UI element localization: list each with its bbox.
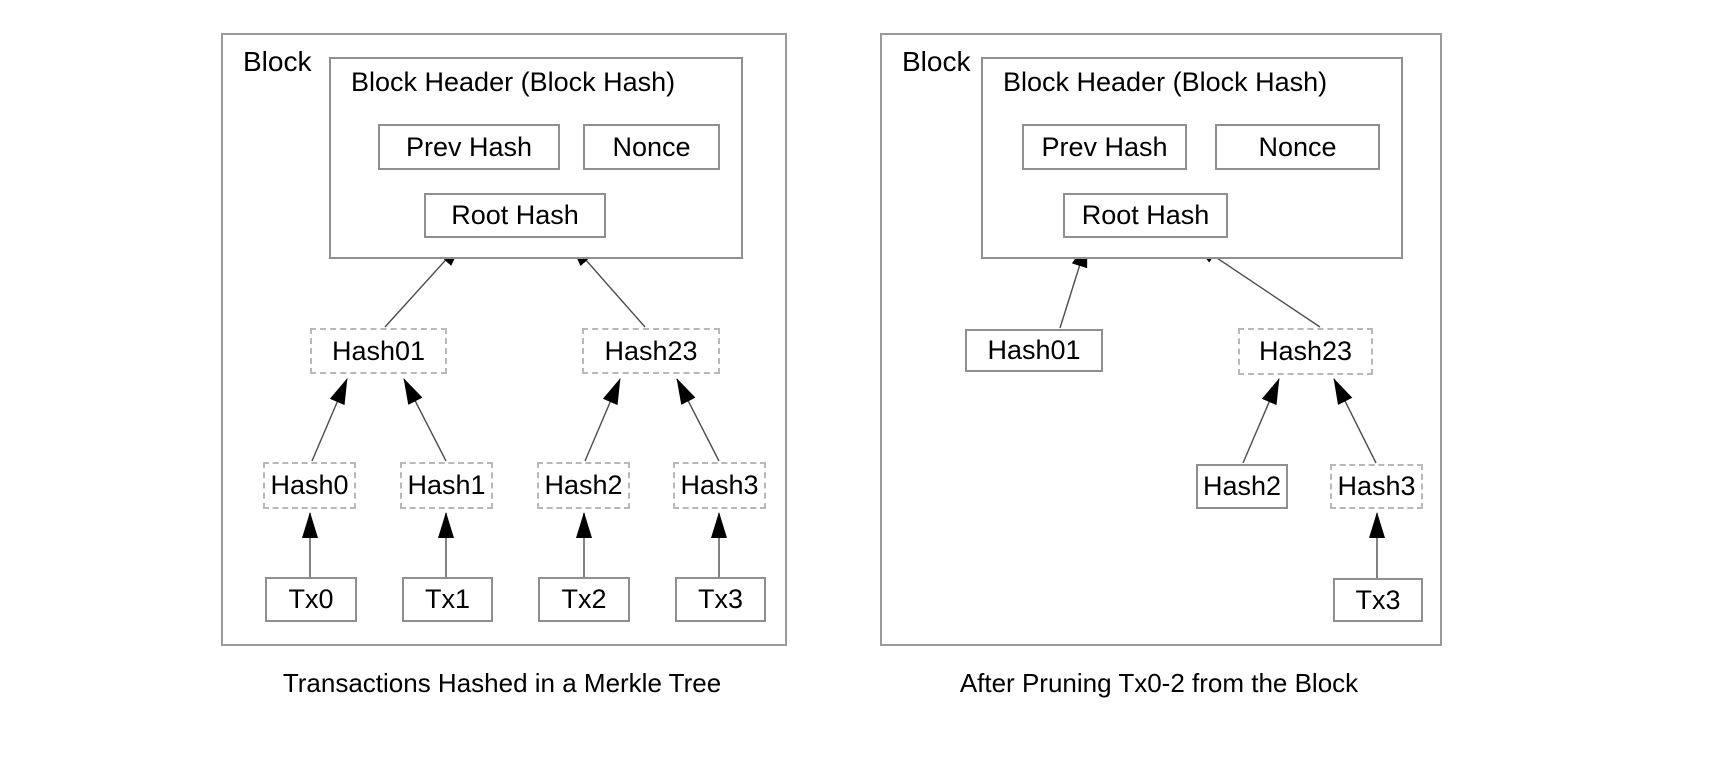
edge-left-hash1-hash01: [403, 378, 447, 462]
edge-left-hash3-hash23: [676, 378, 720, 462]
left-hash3-box: Hash3: [673, 462, 766, 509]
right-hash23-box: Hash23: [1238, 328, 1373, 375]
right-hash2-box: Hash2: [1196, 464, 1288, 509]
right-root-hash-box: Root Hash: [1063, 193, 1228, 238]
right-hash01-box: Hash01: [965, 329, 1103, 372]
left-root-hash-box: Root Hash: [424, 193, 606, 238]
left-nonce-box: Nonce: [583, 124, 720, 170]
left-tx0-box: Tx0: [265, 577, 357, 622]
edge-right-hash2-hash23: [1242, 378, 1280, 464]
left-block-label: Block: [243, 46, 312, 77]
left-hash23-box: Hash23: [582, 328, 720, 374]
edge-left-hash2-hash23: [584, 378, 621, 462]
right-hash3-box: Hash3: [1330, 464, 1423, 509]
left-hash01-box: Hash01: [310, 328, 447, 374]
left-prev-hash-box: Prev Hash: [378, 124, 560, 170]
left-tx3-box: Tx3: [675, 577, 766, 622]
right-block-panel: [880, 33, 1442, 646]
edge-left-hash0-hash01: [311, 378, 348, 462]
left-tx2-box: Tx2: [538, 577, 630, 622]
right-caption: After Pruning Tx0-2 from the Block: [959, 668, 1359, 698]
edge-right-hash3-hash23: [1333, 378, 1377, 464]
left-hash0-box: Hash0: [263, 462, 356, 509]
left-block-header-title: Block Header (Block Hash): [351, 67, 676, 97]
left-caption: Transactions Hashed in a Merkle Tree: [282, 668, 722, 698]
left-tx1-box: Tx1: [402, 577, 493, 622]
left-hash2-box: Hash2: [537, 462, 630, 509]
right-block-header-title: Block Header (Block Hash): [1003, 67, 1328, 97]
left-block-panel: [221, 33, 787, 646]
left-hash1-box: Hash1: [400, 462, 493, 509]
right-prev-hash-box: Prev Hash: [1022, 124, 1187, 170]
right-nonce-box: Nonce: [1215, 124, 1380, 170]
right-tx3-box: Tx3: [1333, 578, 1423, 622]
right-block-label: Block: [902, 46, 971, 77]
